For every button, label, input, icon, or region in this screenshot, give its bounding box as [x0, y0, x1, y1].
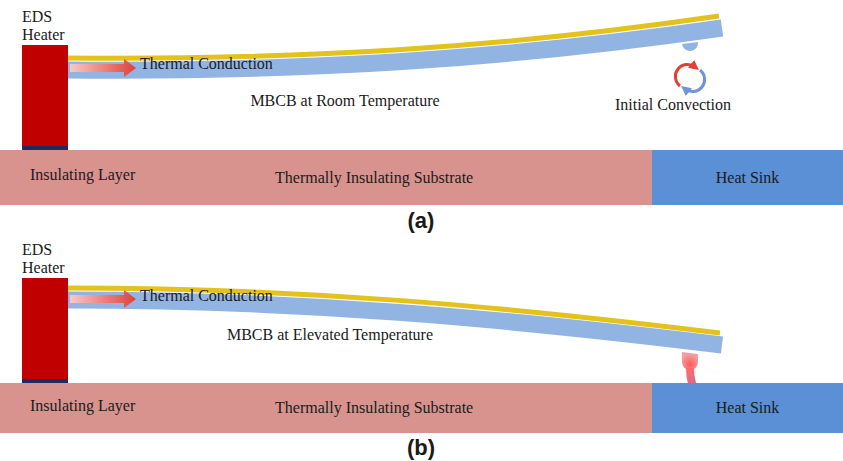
state-label: MBCB at Elevated Temperature	[227, 326, 433, 344]
part-label: Insulating Layer	[30, 166, 135, 184]
panel-a-art	[22, 16, 722, 163]
node-label: Heat Sink	[716, 169, 780, 187]
part-label: Insulating Layer	[30, 397, 135, 415]
flow-label: Thermal Conduction	[140, 55, 273, 73]
heater-block: EDS Heater	[22, 45, 68, 146]
beam-tip	[682, 42, 698, 51]
heat-sink: Heat Sink	[652, 150, 843, 205]
node-label: Thermally Insulating Substrate	[275, 169, 473, 187]
conduction-arrow	[70, 59, 136, 77]
panel-label: (a)	[408, 209, 435, 233]
beam-tip	[682, 352, 698, 370]
flow-label: Initial Convection	[615, 96, 731, 114]
beam-coating	[68, 16, 719, 58]
convection-arrow	[675, 64, 695, 86]
panel-label: (b)	[407, 436, 435, 460]
node-heading: EDS Heater	[22, 8, 84, 44]
heat-sink: Heat Sink	[652, 383, 843, 433]
heater-block: EDS Heater	[22, 278, 68, 379]
flow-label: Thermal Conduction	[140, 287, 273, 305]
node-label: Thermally Insulating Substrate	[275, 399, 473, 417]
state-label: MBCB at Room Temperature	[250, 92, 439, 110]
convection-arrow	[685, 70, 705, 92]
node-label: Heat Sink	[716, 399, 780, 417]
conduction-arrow	[70, 290, 136, 308]
node-heading: EDS Heater	[22, 241, 84, 277]
